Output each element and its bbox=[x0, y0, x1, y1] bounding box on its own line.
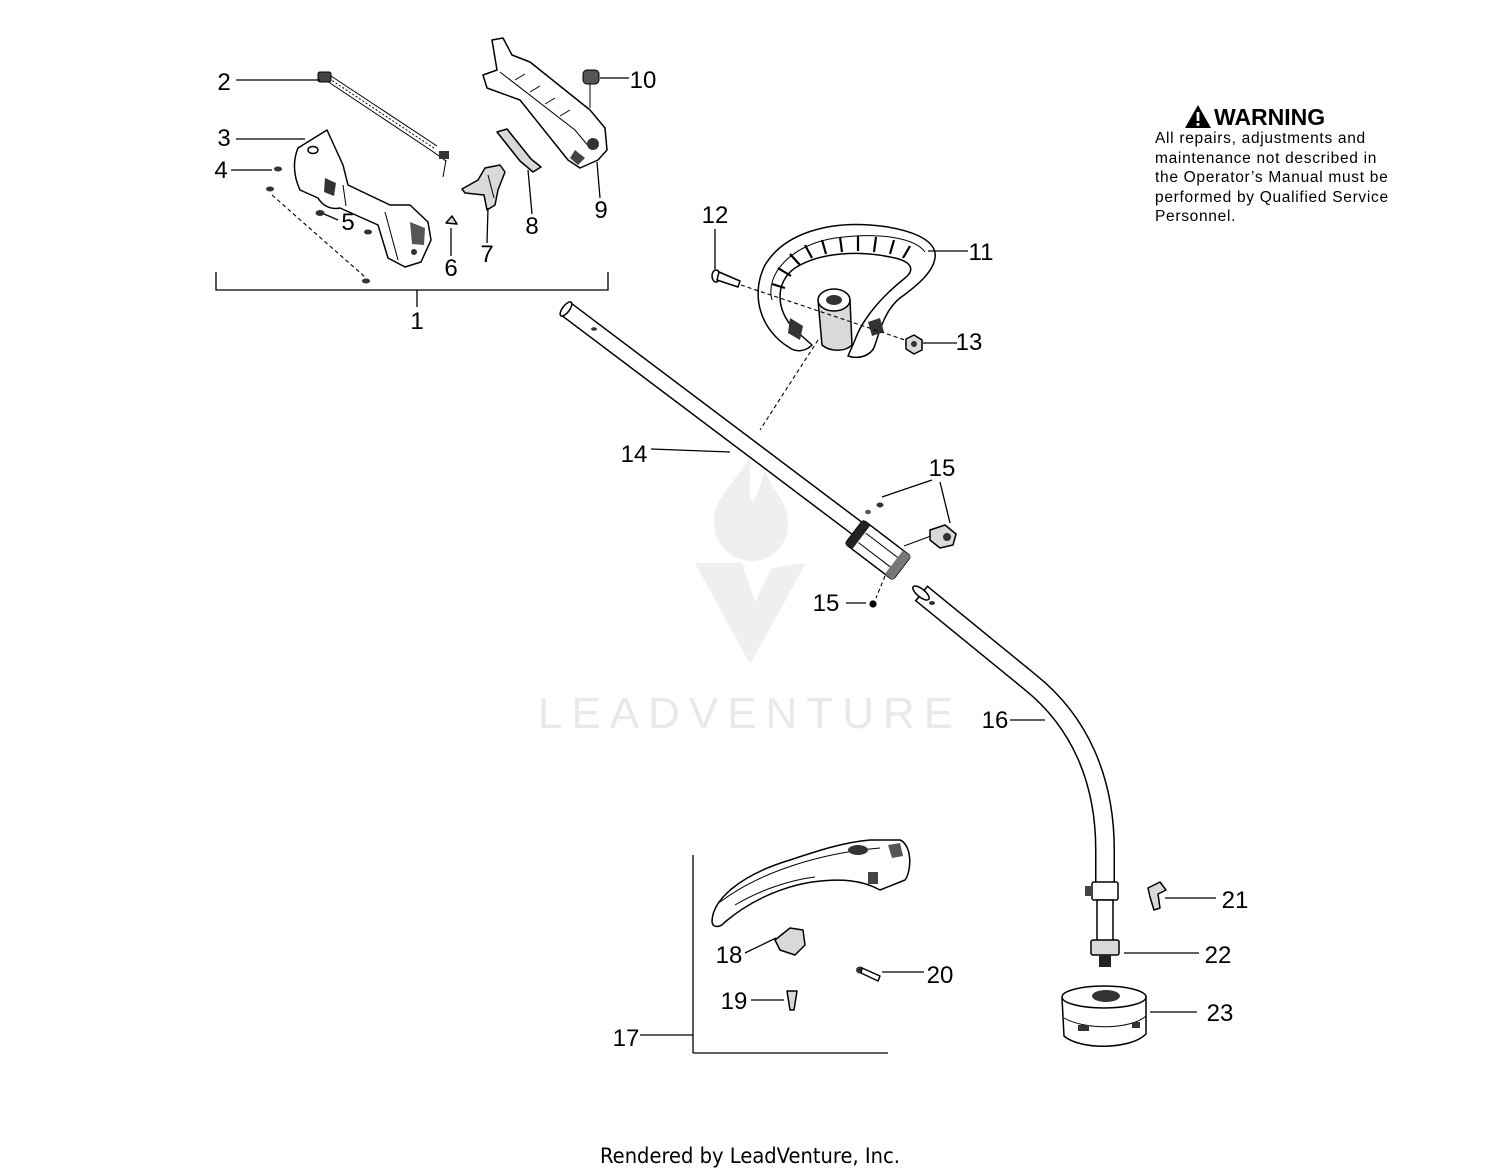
warning-triangle-icon bbox=[1185, 105, 1211, 128]
part-4-screws bbox=[266, 166, 372, 284]
part-16-lower-shaft bbox=[912, 585, 1119, 943]
part-3-handle-housing bbox=[293, 129, 432, 268]
warning-line: the Operator’s Manual must be bbox=[1155, 169, 1388, 186]
leadventure-logo-icon bbox=[695, 458, 806, 664]
callout-21: 21 bbox=[1165, 887, 1248, 914]
callout-19: 19 bbox=[721, 988, 784, 1015]
svg-text:1: 1 bbox=[410, 308, 423, 335]
callout-11: 11 bbox=[928, 239, 993, 266]
svg-text:20: 20 bbox=[927, 962, 954, 989]
part-5-screw bbox=[315, 210, 325, 216]
svg-text:18: 18 bbox=[716, 942, 743, 969]
svg-text:4: 4 bbox=[214, 157, 227, 184]
callout-6: 6 bbox=[444, 228, 458, 282]
svg-text:23: 23 bbox=[1207, 1000, 1234, 1027]
warning-notice: WARNING All repairs, adjustments and mai… bbox=[1155, 104, 1389, 225]
svg-text:10: 10 bbox=[630, 67, 657, 94]
svg-text:5: 5 bbox=[341, 209, 354, 236]
part-18-blade bbox=[774, 927, 806, 956]
part-13-nut bbox=[905, 334, 923, 355]
svg-text:3: 3 bbox=[217, 125, 230, 152]
callout-14: 14 bbox=[621, 441, 731, 468]
svg-text:16: 16 bbox=[982, 707, 1009, 734]
callout-12: 12 bbox=[702, 202, 729, 269]
svg-text:22: 22 bbox=[1205, 942, 1232, 969]
svg-text:11: 11 bbox=[969, 239, 994, 266]
callout-18: 18 bbox=[716, 937, 777, 969]
svg-text:6: 6 bbox=[444, 255, 457, 282]
callout-15-b: 15 bbox=[813, 590, 866, 617]
warning-line: performed by Qualified Service bbox=[1155, 189, 1389, 206]
part-2-throttle-cable bbox=[317, 71, 449, 178]
part-9-handle bbox=[482, 37, 608, 169]
part-14-upper-shaft bbox=[559, 301, 868, 539]
callout-13: 13 bbox=[923, 329, 982, 356]
watermark: LEADVENTURE bbox=[538, 458, 962, 738]
part-7-trigger bbox=[461, 164, 506, 211]
callout-16: 16 bbox=[982, 707, 1045, 734]
part-21-clip bbox=[1147, 881, 1167, 911]
callout-8: 8 bbox=[525, 169, 539, 240]
warning-line: All repairs, adjustments and bbox=[1155, 130, 1366, 147]
callout-17: 17 bbox=[613, 855, 888, 1054]
part-20-bolt bbox=[856, 966, 881, 982]
callout-4: 4 bbox=[214, 157, 272, 184]
svg-text:15: 15 bbox=[929, 455, 956, 482]
callout-5: 5 bbox=[323, 209, 355, 236]
part-12-bolt bbox=[711, 269, 741, 288]
svg-text:15: 15 bbox=[813, 590, 840, 617]
part-17-lower-guard bbox=[711, 839, 911, 928]
callout-15-a: 15 bbox=[881, 455, 956, 524]
part-19-screw bbox=[786, 990, 798, 1011]
warning-line: maintenance not described in bbox=[1155, 150, 1377, 167]
svg-text:17: 17 bbox=[613, 1025, 640, 1052]
svg-text:7: 7 bbox=[480, 241, 493, 268]
svg-text:14: 14 bbox=[621, 441, 648, 468]
svg-text:2: 2 bbox=[217, 69, 230, 96]
watermark-text: LEADVENTURE bbox=[538, 689, 962, 738]
callout-2: 2 bbox=[217, 69, 320, 96]
callout-3: 3 bbox=[217, 125, 305, 152]
callout-20: 20 bbox=[882, 962, 953, 989]
shaft-coupler bbox=[845, 519, 911, 581]
callout-22: 22 bbox=[1124, 942, 1231, 969]
callout-7: 7 bbox=[480, 207, 494, 268]
part-8-lever bbox=[496, 128, 542, 173]
part-10-nut bbox=[582, 69, 600, 108]
svg-text:19: 19 bbox=[721, 988, 748, 1015]
svg-text:13: 13 bbox=[956, 329, 983, 356]
callout-9: 9 bbox=[594, 161, 608, 224]
callout-23: 23 bbox=[1150, 1000, 1233, 1027]
part-15-knob bbox=[903, 524, 957, 549]
part-11-guard bbox=[757, 223, 936, 359]
callout-10: 10 bbox=[600, 67, 656, 94]
guard-assembly-lines bbox=[740, 284, 906, 431]
warning-line: Personnel. bbox=[1155, 208, 1236, 225]
svg-text:8: 8 bbox=[525, 213, 538, 240]
part-6-clip bbox=[445, 215, 458, 225]
part-22-collar bbox=[1090, 939, 1120, 967]
svg-text:21: 21 bbox=[1222, 887, 1249, 914]
svg-text:12: 12 bbox=[702, 202, 729, 229]
svg-text:9: 9 bbox=[594, 197, 607, 224]
part-15-screws bbox=[865, 502, 886, 608]
render-credit: Rendered by LeadVenture, Inc. bbox=[600, 1144, 900, 1168]
part-23-trimmer-head bbox=[1061, 985, 1147, 1047]
warning-title: WARNING bbox=[1214, 104, 1325, 130]
callout-1: 1 bbox=[215, 272, 609, 335]
